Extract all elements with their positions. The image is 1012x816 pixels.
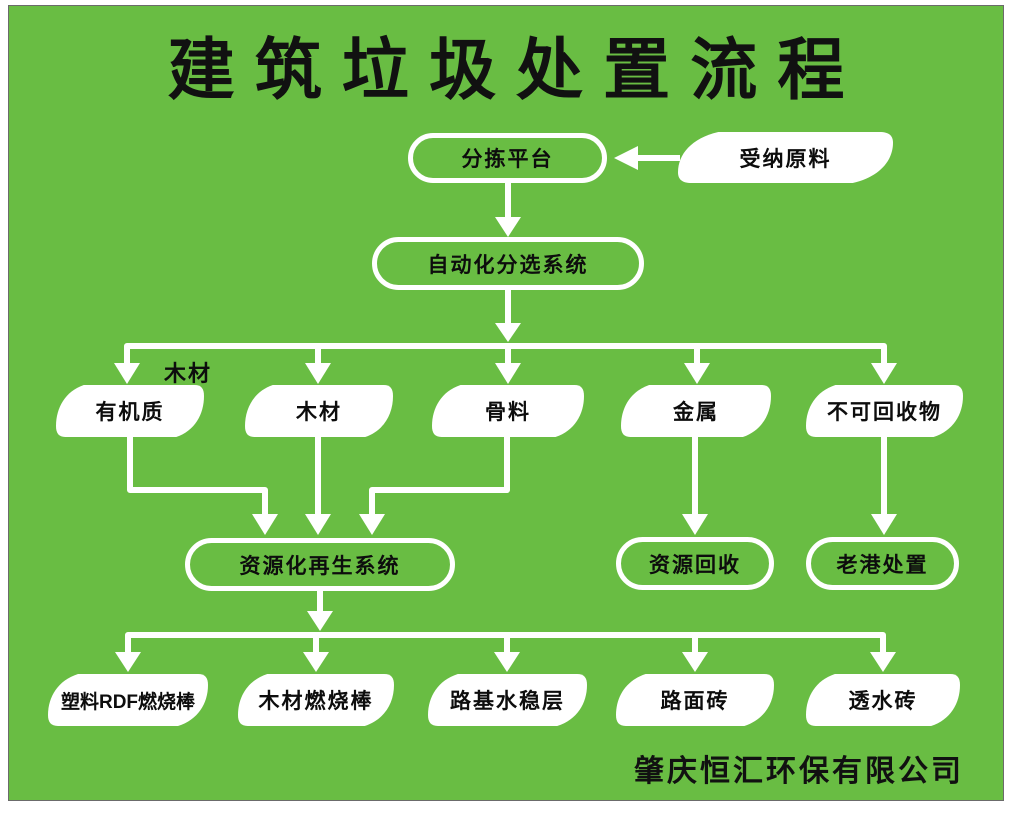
- arrowhead-down: [495, 217, 521, 237]
- node-label: 路面砖: [660, 690, 730, 713]
- node-wood-burning-rod: 木材燃烧棒: [238, 674, 394, 726]
- arrowhead-down: [494, 652, 520, 672]
- leaf-shape: [245, 385, 393, 437]
- arrowhead-down: [870, 652, 896, 672]
- node-label: 塑料RDF燃烧棒: [60, 691, 196, 713]
- node-label: 透水砖: [848, 690, 918, 713]
- node-label: 路基水稳层: [450, 690, 565, 713]
- leaf-shape: [621, 385, 771, 437]
- node-laogang-disposal: 老港处置: [806, 537, 959, 590]
- leaf-shape: [48, 674, 208, 726]
- node-aggregate: 骨料: [432, 385, 584, 437]
- arrowhead-down: [303, 652, 329, 672]
- leaf-shape: [806, 674, 960, 726]
- arrowhead-down: [115, 652, 141, 672]
- arrowhead-down: [495, 323, 521, 342]
- arrowhead-down: [359, 514, 385, 535]
- node-label: 受纳原料: [739, 147, 832, 171]
- arrowhead-left: [614, 146, 638, 170]
- node-resource-recovery: 资源回收: [616, 537, 774, 590]
- arrowhead-down: [682, 652, 708, 672]
- arrowhead-down: [871, 514, 897, 535]
- node-label: 分拣平台: [461, 148, 554, 171]
- node-raw-material: 受纳原料: [678, 132, 893, 183]
- edge-organic-to-recycling: [127, 435, 268, 515]
- leaf-shape: [432, 385, 584, 437]
- node-plastic-rdf-rod: 塑料RDF燃烧棒: [48, 674, 208, 726]
- arrowhead-down: [307, 611, 333, 631]
- arrowhead-down: [305, 363, 331, 384]
- company-name: 肇庆恒汇环保有限公司: [634, 755, 964, 788]
- node-roadbed-layer: 路基水稳层: [428, 674, 587, 726]
- wood-annotation-label: 木材: [164, 361, 213, 386]
- edge-aggregate-to-recycling: [369, 435, 510, 515]
- node-non-recyclable: 不可回收物: [806, 385, 963, 437]
- node-auto-sorting-system: 自动化分选系统: [372, 237, 644, 290]
- leaf-shape: [806, 385, 963, 437]
- node-label: 金属: [673, 401, 719, 424]
- arrowhead-down: [252, 514, 278, 535]
- leaf-shape: [56, 385, 204, 437]
- arrowhead-down: [305, 514, 331, 535]
- arrowhead-down: [871, 363, 897, 384]
- arrowhead-down: [495, 363, 521, 384]
- node-label: 不可回收物: [827, 401, 942, 424]
- bottom-distribution-bar: [125, 632, 886, 653]
- node-permeable-brick: 透水砖: [806, 674, 960, 726]
- node-label: 自动化分选系统: [427, 253, 589, 277]
- arrowhead-down: [682, 514, 708, 535]
- poster-title: 建筑垃圾处置流程: [167, 33, 865, 108]
- node-metal: 金属: [621, 385, 771, 437]
- node-organic: 有机质: [56, 385, 204, 437]
- top-distribution-bar: [124, 343, 887, 364]
- node-recycling-system: 资源化再生系统: [185, 538, 455, 591]
- node-sorting-platform: 分拣平台: [408, 133, 607, 183]
- node-label: 木材燃烧棒: [258, 690, 374, 713]
- arrowhead-down: [114, 363, 140, 384]
- node-label: 资源化再生系统: [239, 554, 401, 578]
- leaf-shape: [678, 132, 893, 183]
- node-pavement-brick: 路面砖: [616, 674, 774, 726]
- node-label: 骨料: [485, 401, 531, 424]
- leaf-shape: [238, 674, 394, 726]
- node-label: 有机质: [95, 401, 165, 424]
- arrowhead-down: [684, 363, 710, 384]
- node-wood: 木材: [245, 385, 393, 437]
- node-label: 资源回收: [649, 553, 741, 577]
- leaf-shape: [616, 674, 774, 726]
- node-label: 木材: [296, 401, 342, 424]
- node-label: 老港处置: [836, 553, 929, 577]
- leaf-shape: [428, 674, 587, 726]
